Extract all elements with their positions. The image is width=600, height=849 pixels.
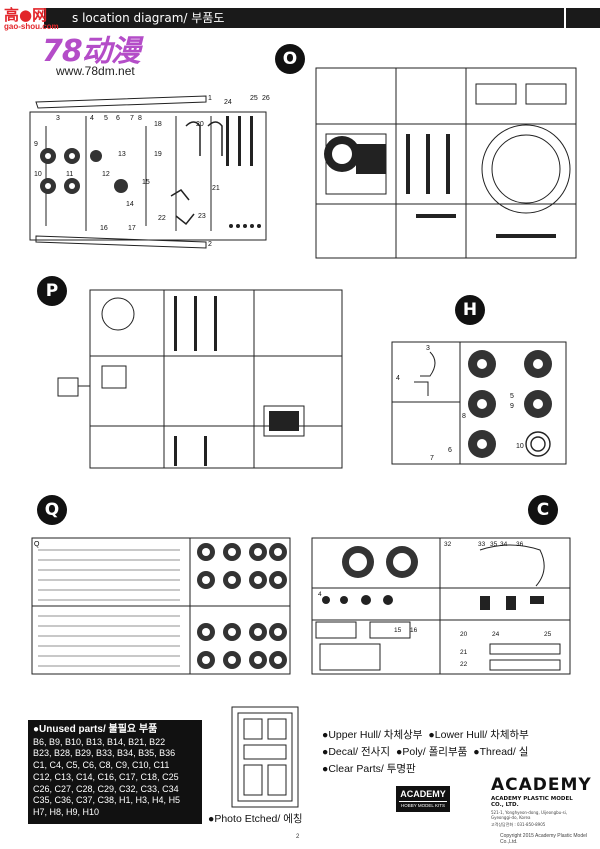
legend-poly: ●Poly/ 폴리부품 bbox=[396, 746, 468, 758]
legend-clear: ●Clear Parts/ 투명판 bbox=[322, 763, 416, 775]
page-header: s location diagram/ 부품도 bbox=[0, 0, 600, 34]
h-part-number-6: 6 bbox=[448, 447, 452, 454]
part-number-16: 16 bbox=[100, 225, 108, 232]
part-number-14: 14 bbox=[126, 201, 134, 208]
c-part-number-25: 25 bbox=[544, 631, 552, 638]
unused-parts-title: ●Unused parts/ 불필요 부품 bbox=[33, 724, 158, 735]
watermark-top: 高●网 bbox=[4, 6, 48, 24]
part-number-4: 4 bbox=[90, 115, 94, 122]
c-part-number-36: 36 bbox=[516, 541, 524, 548]
sprue-p-badge: P bbox=[37, 276, 67, 306]
photo-etched-fret bbox=[231, 706, 299, 808]
part-number-12: 12 bbox=[102, 171, 110, 178]
part-number-9: 9 bbox=[34, 141, 38, 148]
sprue-o-right-diagram bbox=[315, 67, 577, 259]
page-number: 2 bbox=[296, 834, 300, 840]
part-number-13: 13 bbox=[118, 151, 126, 158]
legend-photo-etched: ●Photo Etched/ 에칭 bbox=[208, 813, 303, 825]
part-number-25: 25 bbox=[250, 95, 258, 102]
h-part-number-7: 7 bbox=[430, 455, 434, 462]
unused-parts-line: C26, C27, C28, C29, C32, C33, C34 bbox=[33, 783, 179, 794]
part-number-1: 1 bbox=[208, 95, 212, 102]
c-part-number-35: 35 bbox=[490, 541, 498, 548]
sprue-p-diagram bbox=[57, 289, 343, 469]
header-page-tab bbox=[566, 8, 600, 28]
c-part-number-33: 33 bbox=[478, 541, 486, 548]
h-part-number-9: 9 bbox=[510, 403, 514, 410]
legend-upper-hull: ●Upper Hull/ 차체상부 bbox=[322, 729, 423, 741]
academy-small-logo-name: ACADEMY bbox=[400, 789, 446, 799]
part-number-21: 21 bbox=[212, 185, 220, 192]
sprue-c-diagram: 32 33 35 34 36 4 15 16 20 21 22 24 25 bbox=[311, 537, 571, 675]
part-number-26: 26 bbox=[262, 95, 270, 102]
copyright: Copyright 2015 Academy Plastic Model Co.… bbox=[500, 833, 587, 845]
part-number-11: 11 bbox=[66, 171, 73, 178]
academy-small-logo: ACADEMY HOBBY MODEL KITS bbox=[396, 786, 450, 812]
unused-parts-box: ●Unused parts/ 불필요 부품 B6, B9, B10, B13, … bbox=[28, 720, 202, 824]
academy-brand-block: ACADEMY ACADEMY PLASTIC MODEL CO., LTD. … bbox=[491, 775, 592, 827]
c-part-number-21: 21 bbox=[460, 649, 468, 656]
h-part-number-8: 8 bbox=[462, 413, 466, 420]
part-number-3: 3 bbox=[56, 115, 60, 122]
watermark-url: gao-shou.com bbox=[4, 22, 59, 31]
academy-logo: ACADEMY bbox=[491, 775, 592, 795]
sprue-c-badge: C bbox=[528, 495, 558, 525]
c-part-number-4: 4 bbox=[318, 591, 322, 598]
c-part-number-34: 34 bbox=[500, 541, 508, 548]
h-part-number-3: 3 bbox=[426, 345, 430, 352]
h-part-number-4: 4 bbox=[396, 375, 400, 382]
c-part-number-15: 15 bbox=[394, 627, 402, 634]
part-number-2: 2 bbox=[208, 241, 212, 248]
unused-parts-line: C12, C13, C14, C16, C17, C18, C25 bbox=[33, 771, 179, 782]
part-number-10: 10 bbox=[34, 171, 42, 178]
part-number-22: 22 bbox=[158, 215, 166, 222]
legend-lower-hull: ●Lower Hull/ 차체하부 bbox=[428, 729, 529, 741]
c-part-number-16: 16 bbox=[410, 627, 418, 634]
sprue-h-badge: H bbox=[455, 295, 485, 325]
part-number-18: 18 bbox=[154, 121, 162, 128]
sprue-h-diagram: 3 4 5 6 7 8 9 10 bbox=[391, 341, 567, 465]
watermark-logo: 78动漫 bbox=[42, 34, 141, 69]
c-part-number-20: 20 bbox=[460, 631, 468, 638]
unused-parts-line: H7, H8, H9, H10 bbox=[33, 806, 100, 817]
academy-phone: 고객상담전화 : 031-850-8905 bbox=[491, 822, 546, 827]
part-number-20: 20 bbox=[196, 121, 204, 128]
sprue-o-badge: O bbox=[275, 44, 305, 74]
part-number-17: 17 bbox=[128, 225, 136, 232]
sprue-q-diagram: Q bbox=[31, 537, 291, 675]
part-number-24: 24 bbox=[224, 99, 232, 106]
unused-parts-line: B6, B9, B10, B13, B14, B21, B22 bbox=[33, 736, 166, 747]
part-number-8: 8 bbox=[138, 115, 142, 122]
legend-thread: ●Thread/ 실 bbox=[473, 746, 529, 758]
q-sprue-label: Q bbox=[34, 541, 40, 548]
part-number-7: 7 bbox=[130, 115, 134, 122]
part-number-6: 6 bbox=[116, 115, 120, 122]
part-number-15: 15 bbox=[142, 179, 150, 186]
academy-address: 521-1, Yonghyeon-dong, Uijeongbu-si, Gye… bbox=[491, 810, 568, 820]
h-part-number-5: 5 bbox=[510, 393, 514, 400]
unused-parts-line: B23, B28, B29, B33, B34, B35, B36 bbox=[33, 748, 176, 759]
sprue-o-left-diagram: 1 2 3 4 5 6 7 8 9 10 11 12 13 14 15 16 1… bbox=[29, 95, 270, 249]
legend-decal: ●Decal/ 전사지 bbox=[322, 746, 391, 758]
part-number-23: 23 bbox=[198, 213, 206, 220]
academy-company-name: ACADEMY PLASTIC MODEL CO., LTD. bbox=[491, 796, 573, 808]
unused-parts-line: C1, C4, C5, C6, C8, C9, C10, C11 bbox=[33, 760, 170, 771]
unused-parts-line: C35, C36, C37, C38, H1, H3, H4, H5 bbox=[33, 795, 181, 806]
watermark-site: www.78dm.net bbox=[56, 64, 135, 78]
header-title: s location diagram/ 부품도 bbox=[72, 11, 225, 25]
h-part-number-10: 10 bbox=[516, 443, 524, 450]
part-number-5: 5 bbox=[104, 115, 108, 122]
academy-small-logo-sub: HOBBY MODEL KITS bbox=[399, 801, 447, 808]
parts-legend: ●Upper Hull/ 차체상부 ●Lower Hull/ 차체하부 ●Deca… bbox=[322, 727, 582, 778]
sprue-q-badge: Q bbox=[37, 495, 67, 525]
c-part-number-22: 22 bbox=[460, 661, 468, 668]
c-part-number-24: 24 bbox=[492, 631, 500, 638]
header-title-bar: s location diagram/ 부품도 bbox=[44, 8, 564, 28]
part-number-19: 19 bbox=[154, 151, 162, 158]
c-part-number-32: 32 bbox=[444, 541, 452, 548]
